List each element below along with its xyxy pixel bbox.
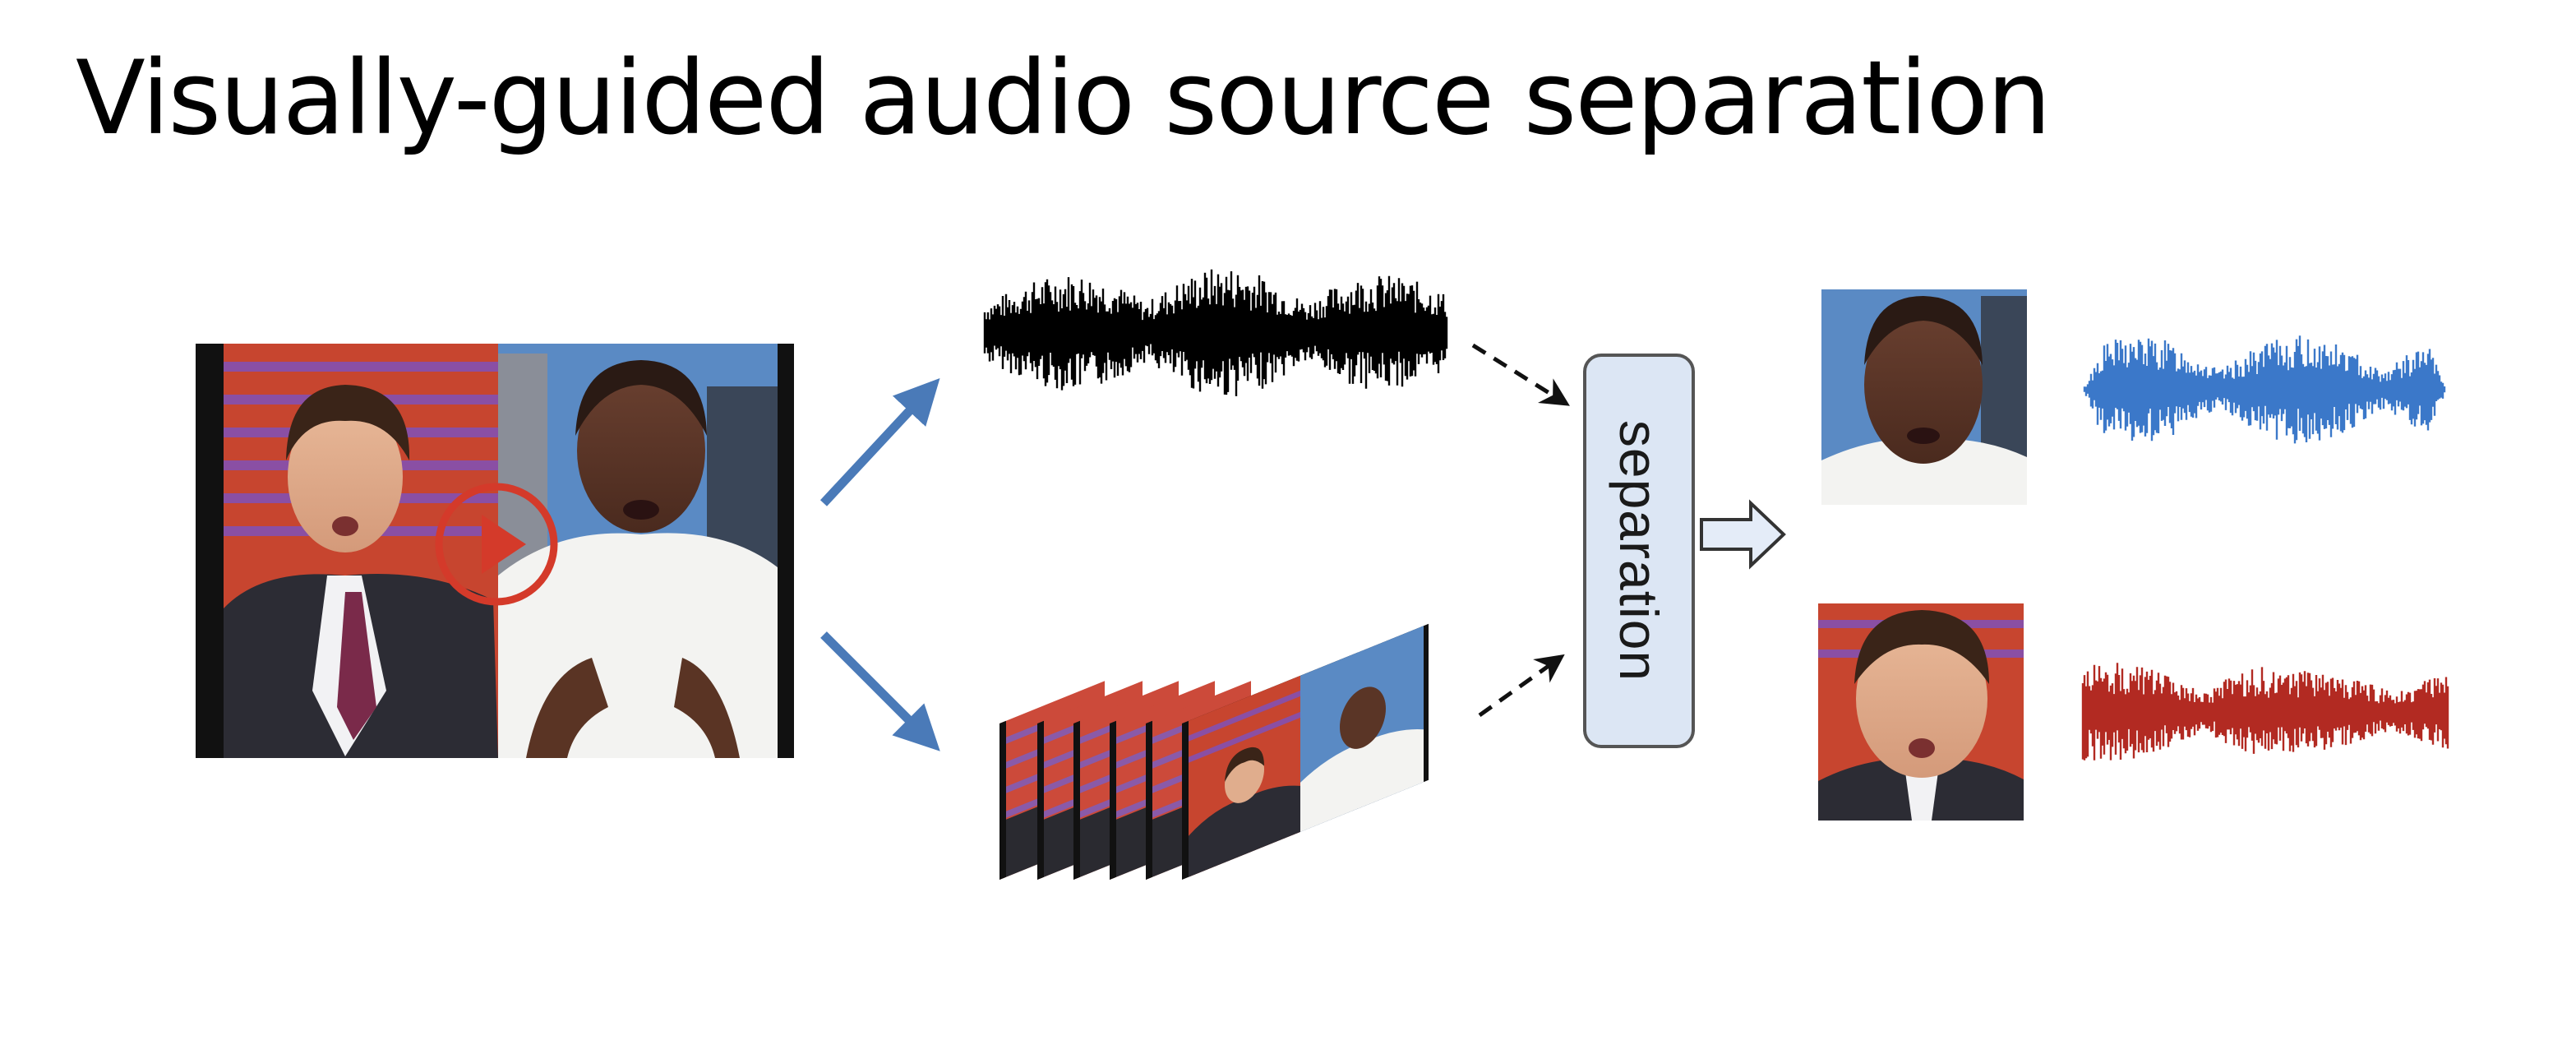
video-frame-stack bbox=[999, 623, 1429, 880]
mixture-waveform bbox=[983, 269, 1448, 396]
arrow-to-audio bbox=[819, 377, 940, 506]
source2-waveform bbox=[2081, 663, 2449, 760]
play-icon[interactable] bbox=[435, 483, 558, 606]
dashed-arrow-audio bbox=[1471, 343, 1570, 406]
output-face-source1 bbox=[1821, 289, 2027, 505]
dashed-arrow-frames bbox=[1478, 654, 1565, 718]
slide-title: Visually-guided audio source separation bbox=[76, 39, 2052, 158]
output-face-source2 bbox=[1818, 603, 2024, 821]
separation-block bbox=[1583, 354, 1695, 748]
separation-label-box: separation bbox=[1585, 355, 1693, 747]
arrow-to-frames bbox=[820, 631, 940, 751]
hollow-right-arrow-icon bbox=[1700, 499, 1786, 570]
source1-waveform bbox=[2083, 335, 2446, 444]
separation-label: separation bbox=[1609, 419, 1669, 682]
